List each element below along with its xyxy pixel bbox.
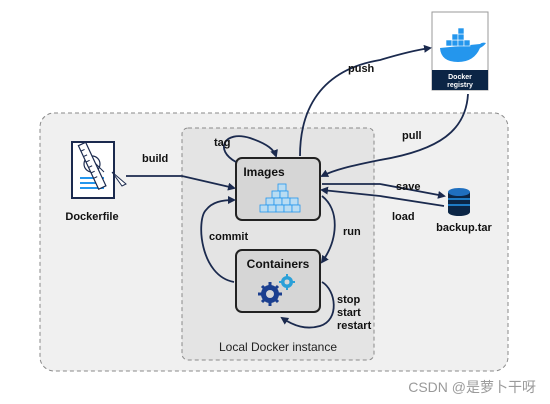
pull-label: pull (402, 130, 422, 142)
registry-label-line2: registry (447, 82, 473, 89)
push-arrow (299, 44, 432, 157)
load-label: load (392, 211, 415, 223)
tag-arrow (223, 135, 278, 163)
containers-node (235, 249, 321, 313)
registry-label-line1: Docker (448, 74, 472, 81)
lifecycle-arrow (280, 281, 335, 329)
start-label: start (337, 307, 361, 319)
push-label: push (348, 63, 375, 75)
load-arrow (320, 186, 445, 207)
containers-label: Containers (247, 257, 310, 271)
restart-label: restart (337, 320, 372, 332)
dockerfile-label: Dockerfile (65, 211, 118, 223)
watermark: CSDN @是萝卜干呀 (408, 379, 536, 395)
build-label: build (142, 153, 168, 165)
images-label: Images (243, 165, 285, 179)
stop-label: stop (337, 294, 361, 306)
commit-arrow (200, 196, 236, 283)
tag-label: tag (214, 137, 231, 149)
build-arrow (126, 175, 236, 191)
gears-icon (258, 274, 295, 306)
dockerfile-icon (71, 141, 127, 199)
image-stack-icon (259, 183, 301, 213)
local-docker-instance-label: Local Docker instance (219, 340, 337, 354)
pull-arrow (320, 93, 469, 177)
docker-whale-icon (440, 27, 486, 62)
commit-label: commit (209, 231, 248, 243)
run-label: run (343, 226, 361, 238)
run-arrow (320, 195, 336, 264)
database-icon (448, 188, 470, 216)
save-arrow (322, 183, 446, 199)
backup-label: backup.tar (436, 222, 492, 234)
save-label: save (396, 181, 420, 193)
